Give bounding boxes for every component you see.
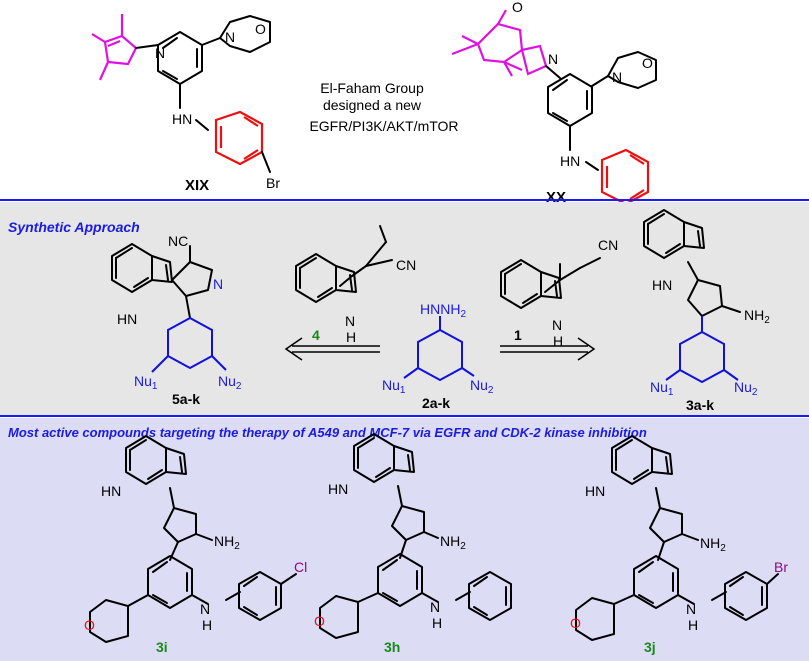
label-xix: XIX [185, 177, 209, 194]
nu1-label-5: Nu1 [134, 373, 158, 392]
nh-label-4: N [345, 313, 355, 329]
nh-label-1: N [552, 317, 562, 333]
compound-5a-k [111, 243, 227, 373]
cn-label-4: CN [396, 257, 416, 273]
hydrazine-label-2: HNNH2 [420, 301, 466, 320]
nu1-label-3: Nu1 [650, 379, 674, 398]
synthetic-panel-bg [0, 202, 809, 415]
compound-3a-k [643, 209, 741, 384]
h-label-4: H [346, 329, 356, 345]
nh-aryl-label-3i: N [200, 601, 210, 617]
compound-xx [451, 9, 657, 223]
center-text-line-2: designed a new [323, 97, 422, 113]
nh2-label-3i: NH2 [214, 533, 240, 552]
nh2-label-3: NH2 [744, 307, 770, 326]
compound-3h [319, 433, 512, 639]
label-3j: 3j [644, 639, 656, 655]
br-label-xix: Br [266, 175, 280, 191]
cn-label-5: NC [168, 233, 188, 249]
atom-o-3h: O [314, 613, 325, 629]
nh2-label-3h: NH2 [440, 533, 466, 552]
active-title: Most active compounds targeting the ther… [8, 425, 647, 440]
label-xx: XX [546, 189, 566, 206]
nh-aryl-h-3i: H [202, 617, 212, 633]
arrow-left [284, 337, 380, 361]
label-2a-k: 2a-k [422, 395, 450, 411]
nu2-label-3: Nu2 [734, 379, 758, 398]
label-4: 4 [312, 327, 320, 343]
arrow-right [500, 337, 596, 361]
nh-aryl-label-3j: N [686, 601, 696, 617]
synthetic-title: Synthetic Approach [8, 219, 140, 235]
cl-label-3i: Cl [294, 559, 307, 575]
atom-o-xx: O [642, 55, 653, 71]
atom-o-3i: O [84, 617, 95, 633]
atom-n-morpholine-xix: N [225, 29, 235, 45]
nh-label-3j: HN [585, 483, 605, 499]
nh2-label-3j: NH2 [700, 535, 726, 554]
compound-1 [500, 257, 601, 309]
carbonyl-o-xx: O [512, 0, 523, 15]
atom-n-morpholine-xx: N [612, 69, 622, 85]
compound-4 [295, 225, 393, 303]
atom-o-xix: O [255, 21, 266, 37]
nh-label-xx: HN [560, 153, 580, 169]
atom-n-pyrazole-xx: N [548, 51, 558, 67]
atom-n-5: N [213, 276, 223, 292]
nu1-label-2: Nu1 [382, 377, 406, 396]
label-3i: 3i [156, 639, 168, 655]
label-5a-k: 5a-k [172, 391, 200, 407]
compound-3i [89, 435, 297, 643]
nh-label-xix: HN [172, 111, 192, 127]
compound-xix [91, 14, 271, 173]
compound-3j [575, 435, 779, 641]
nu2-label-5: Nu2 [218, 373, 242, 392]
nh-label-3h: HN [328, 481, 348, 497]
label-3a-k: 3a-k [686, 397, 714, 413]
nh-aryl-h-3j: H [688, 617, 698, 633]
top-panel: N O N HN Br XIX El-Faham Group designed … [91, 0, 657, 241]
nh-aryl-h-3h: H [432, 615, 442, 631]
h-label-1: H [553, 333, 563, 349]
active-panel: Most active compounds targeting the ther… [0, 418, 809, 661]
nh-label-3i: HN [101, 483, 121, 499]
label-3h: 3h [384, 639, 400, 655]
nh-label-3: HN [652, 277, 672, 293]
compound-2a-k [403, 316, 475, 382]
label-1: 1 [514, 327, 522, 343]
center-text-line-3: EGFR/PI3K/AKT/mTOR [309, 118, 458, 134]
center-text-line-1: El-Faham Group [320, 80, 424, 96]
br-label-3j: Br [774, 559, 788, 575]
atom-o-3j: O [570, 615, 581, 631]
cn-label-1: CN [598, 237, 618, 253]
nh-aryl-label-3h: N [430, 599, 440, 615]
atom-n-xix: N [155, 45, 165, 61]
synthetic-panel: Synthetic Approach NC HN N Nu1 Nu2 5a-k … [0, 202, 809, 415]
nu2-label-2: Nu2 [470, 377, 494, 396]
nh-label-5: HN [117, 311, 137, 327]
